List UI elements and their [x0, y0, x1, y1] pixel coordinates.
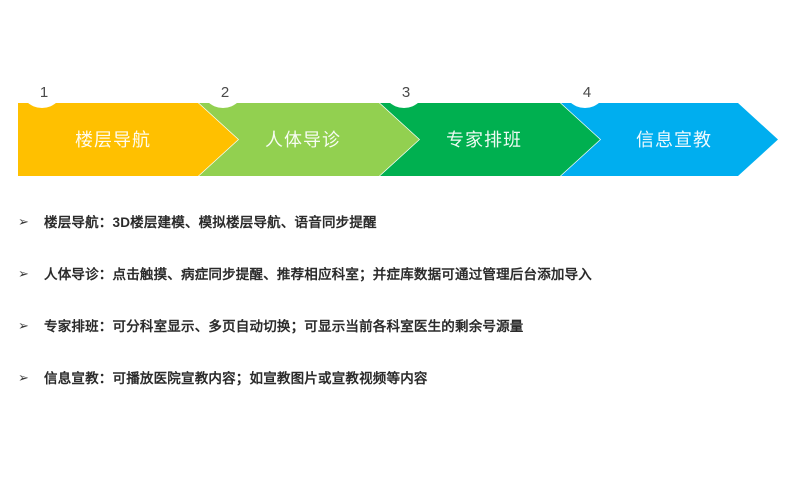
step-number-4: 4: [583, 84, 591, 101]
chevron-shape-2: [199, 103, 419, 176]
feature-detail-list: ➢ 楼层导航：3D楼层建模、模拟楼层导航、语音同步提醒 ➢ 人体导诊：点击触摸、…: [0, 213, 800, 421]
step-number-1: 1: [40, 84, 48, 101]
process-step-3[interactable]: 3 专家排班: [380, 84, 600, 176]
list-item: ➢ 人体导诊：点击触摸、病症同步提醒、推荐相应科室；并症库数据可通过管理后台添加…: [0, 265, 800, 317]
arrowhead-bullet-icon: ➢: [18, 267, 29, 282]
arrowhead-bullet-icon: ➢: [18, 215, 29, 230]
process-step-2[interactable]: 2 人体导诊: [199, 84, 419, 176]
step-number-2: 2: [221, 84, 229, 101]
list-item: ➢ 楼层导航：3D楼层建模、模拟楼层导航、语音同步提醒: [0, 213, 800, 265]
list-item-text: 人体导诊：点击触摸、病症同步提醒、推荐相应科室；并症库数据可通过管理后台添加导入: [44, 267, 592, 282]
process-step-1[interactable]: 1 楼层导航: [18, 84, 238, 176]
process-flow-diagram: 1 楼层导航 2 人体导诊 3 专家排班 4 信息宣教: [0, 0, 800, 200]
arrowhead-bullet-icon: ➢: [18, 319, 29, 334]
chevron-shape-3: [380, 103, 600, 176]
list-item: ➢ 信息宣教：可播放医院宣教内容；如宣教图片或宣教视频等内容: [0, 369, 800, 421]
chevron-shape-4: [561, 103, 778, 176]
step-label-3: 专家排班: [446, 130, 522, 150]
step-label-4: 信息宣教: [636, 130, 712, 150]
list-item-text: 信息宣教：可播放医院宣教内容；如宣教图片或宣教视频等内容: [44, 371, 428, 386]
list-item-text: 楼层导航：3D楼层建模、模拟楼层导航、语音同步提醒: [44, 215, 377, 230]
step-number-3: 3: [402, 84, 410, 101]
list-item: ➢ 专家排班：可分科室显示、多页自动切换；可显示当前各科室医生的剩余号源量: [0, 317, 800, 369]
step-label-2: 人体导诊: [265, 130, 341, 150]
process-step-4[interactable]: 4 信息宣教: [561, 84, 778, 176]
arrowhead-bullet-icon: ➢: [18, 371, 29, 386]
step-label-1: 楼层导航: [75, 130, 151, 150]
list-item-text: 专家排班：可分科室显示、多页自动切换；可显示当前各科室医生的剩余号源量: [44, 319, 524, 334]
chevron-shape-1: [18, 103, 238, 176]
